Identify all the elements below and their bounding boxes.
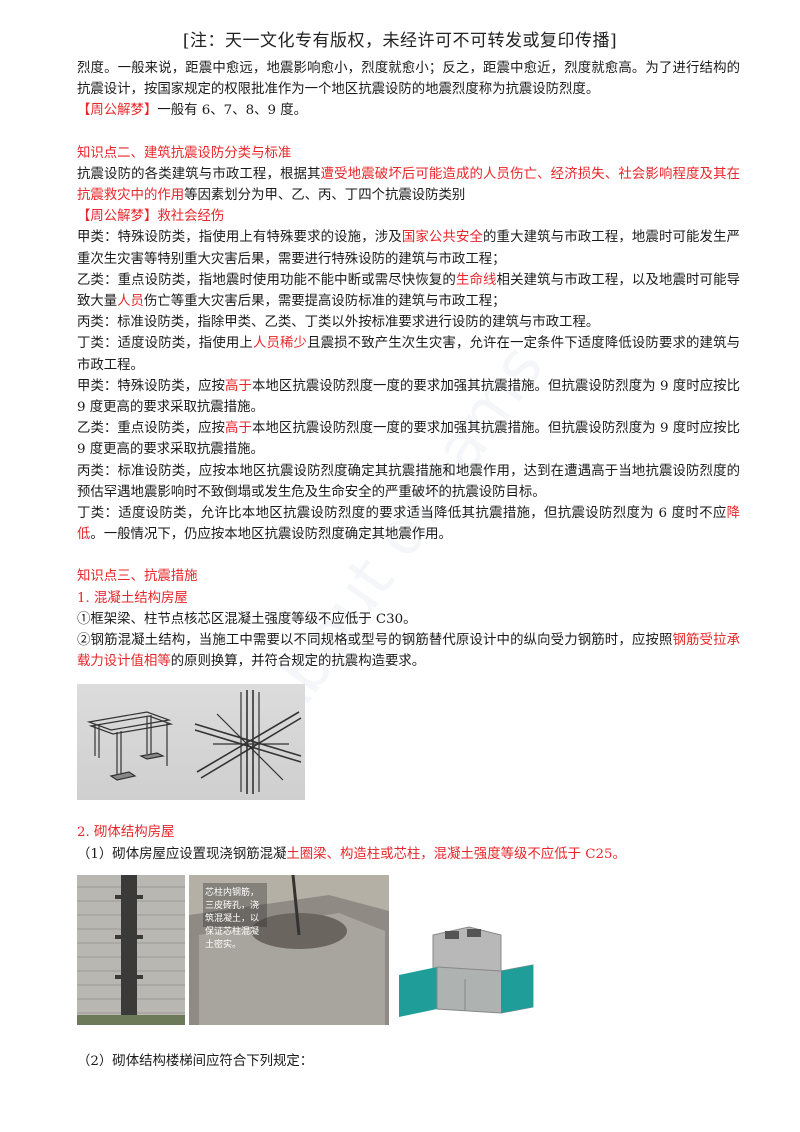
concrete-blocks-photo: [393, 874, 543, 1025]
class-ding-definition: 丁类：适度设防类，指使用上人员稀少且震损不致产生次生灾害，允许在一定条件下适度降…: [77, 333, 740, 375]
paragraph-classification: 抗震设防的各类建筑与市政工程，根据其遭受地震破坏后可能造成的人员伤亡、经济损失、…: [77, 164, 740, 206]
class-ding-measure: 丁类：适度设防类，允许比本地区抗震设防烈度的要求适当降低其抗震措施，但抗震设防烈…: [77, 503, 740, 545]
photo-annotation: 芯柱内钢筋，三皮砖孔，浇筑混凝土，以保证芯柱混凝土密实。: [205, 887, 260, 950]
highlight: 高于: [225, 378, 252, 394]
text: 伤亡等重大灾害后果，需要提高设防标准的建筑与市政工程；: [143, 294, 506, 310]
class-bing-definition: 丙类：标准设防类，指除甲类、乙类、丁类以外按标准要求进行设防的建筑与市政工程。: [77, 315, 600, 331]
paragraph-intensity: 烈度。一般来说，距震中愈远，地震影响愈小，烈度就愈小；反之，距震中愈近，烈度就愈…: [77, 61, 740, 98]
highlight: 高于: [225, 421, 252, 437]
text: 乙类：重点设防类，指地震时使用功能不能中断或需尽快恢复的: [77, 272, 456, 288]
highlight: 土圈梁、构造柱或芯柱，混凝土强度等级不应低于 C25。: [286, 846, 626, 862]
text: （1）砌体房屋应设置现浇钢筋混凝: [77, 846, 287, 862]
rebar-frame-illustration: [77, 684, 305, 801]
highlight: 降低: [77, 506, 740, 543]
masonry-item-2: （2）砌体结构楼梯间应符合下列规定：: [77, 1053, 314, 1069]
text: ②钢筋混凝土结构，当施工中需要以不同规格或型号的钢筋替代原设计中的纵向受力钢筋时…: [77, 633, 673, 649]
highlight: 遭受地震破坏后可能造成的人员伤亡、经济损失、社会影响程度及其在抗震救灾中的作用: [77, 166, 741, 204]
section-title-3: 知识点三、抗震措施: [77, 569, 198, 585]
text: 丁类：适度设防类，允许比本地区抗震设防烈度的要求适当降低其抗震措施，但抗震设防烈…: [77, 506, 727, 522]
document-body: 烈度。一般来说，距震中愈远，地震影响愈小，烈度就愈小；反之，距震中愈近，烈度就愈…: [77, 58, 740, 1072]
text: 且震损不致产生次生灾害，允许在一定条件下适度降低设防要求的建筑与市政工程。: [77, 336, 741, 373]
note-text: 一般有 6、7、8、9 度。: [157, 103, 308, 119]
text: 乙类：重点设防类，应按: [77, 421, 226, 437]
highlight: 国家公共安全: [401, 230, 484, 246]
class-yi-measure: 乙类：重点设防类，应按高于本地区抗震设防烈度一度的要求加强其抗震措施。但抗震设防…: [77, 418, 740, 460]
text: 。一般情况下，仍应按本地区抗震设防烈度确定其地震作用。: [90, 527, 452, 543]
text: 本地区抗震设防烈度一度的要求加强其抗震措施。但抗震设防烈度为 9 度时应按比 9…: [77, 421, 741, 458]
class-bing-measure: 丙类：标准设防类，应按本地区抗震设防烈度确定其抗震措施和地震作用，达到在遭遇高于…: [77, 463, 740, 500]
text: 相关建筑与市政工程，以及地震时可能导致大量: [77, 272, 741, 310]
class-jia-definition: 甲类：特殊设防类，指使用上有特殊要求的设施，涉及国家公共安全的重大建筑与市政工程…: [77, 227, 740, 269]
highlight: 生命线: [455, 272, 497, 288]
wall-column-photo: [77, 874, 185, 1025]
text: 的原则换算，并符合规定的抗震构造要求。: [170, 654, 426, 670]
concrete-item-2: ②钢筋混凝土结构，当施工中需要以不同规格或型号的钢筋替代原设计中的纵向受力钢筋时…: [77, 630, 740, 672]
rebar-frame-drawing: [86, 690, 302, 795]
text: 等因素划分为甲、乙、丙、丁四个抗震设防类别: [184, 188, 466, 204]
masonry-item-1: （1）砌体房屋应设置现浇钢筋混凝土圈梁、构造柱或芯柱，混凝土强度等级不应低于 C…: [77, 844, 740, 865]
note-zhougong-1: 【周公解梦】一般有 6、7、8、9 度。: [77, 100, 740, 121]
hollow-block-photo: [189, 874, 389, 1025]
masonry-photos: 芯柱内钢筋，三皮砖孔，浇筑混凝土，以保证芯柱混凝土密实。: [77, 874, 740, 1025]
text: 抗震设防的各类建筑与市政工程，根据其: [77, 166, 321, 182]
highlight: 钢筋受拉承载力设计值相等: [77, 633, 741, 670]
text: 的重大建筑与市政工程，地震时可能发生严重次生灾害等特别重大灾害后果，需要进行特殊…: [77, 230, 741, 267]
note-label: 【周公解梦】: [77, 103, 158, 119]
class-jia-measure: 甲类：特殊设防类，应按高于本地区抗震设防烈度一度的要求加强其抗震措施。但抗震设防…: [77, 376, 740, 418]
class-yi-definition: 乙类：重点设防类，指地震时使用功能不能中断或需尽快恢复的生命线相关建筑与市政工程…: [77, 270, 740, 312]
text: 丁类：适度设防类，指使用上: [77, 336, 253, 352]
text: 甲类：特殊设防类，应按: [77, 378, 226, 394]
concrete-item-1: ①框架梁、柱节点核芯区混凝土强度等级不应低于 C30。: [77, 611, 417, 627]
subsection-concrete: 1. 混凝土结构房屋: [77, 590, 188, 606]
highlight: 人员稀少: [252, 336, 308, 352]
copyright-header: [注：天一文化专有版权，未经许可不可转发或复印传播]: [182, 31, 618, 51]
subsection-masonry: 2. 砌体结构房屋: [77, 825, 175, 841]
text: 本地区抗震设防烈度一度的要求加强其抗震措施。但抗震设防烈度为 9 度时应按比 9…: [77, 378, 741, 416]
text: 甲类：特殊设防类，指使用上有特殊要求的设施，涉及: [77, 230, 402, 246]
highlight: 人员: [117, 294, 144, 310]
section-title-2: 知识点二、建筑抗震设防分类与标准: [77, 145, 292, 161]
note-zhougong-2: 【周公解梦】救社会经伤: [77, 209, 225, 225]
